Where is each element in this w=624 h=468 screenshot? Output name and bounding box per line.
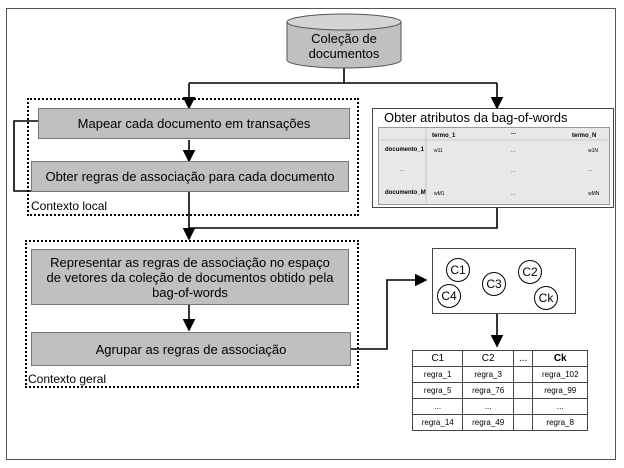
table-cell: ...: [532, 398, 588, 415]
cluster-ck: Ck: [534, 286, 558, 310]
matrix-cell-wMN: wMN: [588, 191, 600, 197]
table-cell: regra_1: [411, 366, 464, 383]
table-cell: [512, 398, 534, 415]
cluster-c1: C1: [446, 258, 470, 282]
matrix-header-dots: ...: [511, 130, 517, 136]
table-row: ... ... ...: [411, 398, 588, 415]
table-cell: [512, 414, 534, 431]
table-cell: regra_49: [462, 414, 514, 431]
matrix-cell-dots-2: ...: [511, 168, 516, 174]
table-cell: [512, 382, 534, 399]
matrix-cell-dots-4: ...: [511, 191, 516, 197]
map-documents-step: Mapear cada documento em transações: [38, 108, 350, 139]
table-cell: ...: [462, 398, 514, 415]
cluster-c4: C4: [437, 284, 461, 308]
get-rules-step: Obter regras de associação para cada doc…: [31, 161, 349, 192]
table-cell: [512, 366, 534, 383]
represent-rules-step: Representar as regras de associação no e…: [31, 249, 349, 305]
matrix-row-dots: ...: [400, 167, 405, 173]
table-cell: regra_3: [462, 366, 514, 383]
table-cell: regra_76: [462, 382, 514, 399]
cluster-c2: C2: [518, 260, 542, 284]
table-header-dots: ...: [512, 350, 534, 367]
table-cell: ...: [411, 398, 464, 415]
bag-of-words-title: Obter atributos da bag-of-words: [384, 110, 568, 125]
global-context-box: [25, 240, 359, 388]
local-context-label: Contexto local: [31, 199, 108, 213]
diagram-frame: [6, 8, 616, 460]
table-row: regra_1 regra_3 regra_102: [411, 366, 588, 383]
matrix-cell-dots-1: ...: [511, 148, 516, 154]
table-cell: regra_102: [532, 366, 588, 383]
table-row: regra_5 regra_76 regra_99: [411, 382, 588, 399]
global-context-label: Contexto geral: [28, 372, 107, 386]
table-header-c2: C2: [462, 350, 514, 367]
matrix-cell-w11: w11: [434, 148, 443, 154]
table-header-c1: C1: [411, 350, 464, 367]
matrix-cell-w1N: w1N: [588, 148, 599, 154]
matrix-cell-dots-3: ...: [588, 167, 593, 173]
matrix-header-termN: termo_N: [572, 133, 597, 139]
group-rules-step: Agrupar as regras de associação: [31, 332, 351, 366]
matrix-row-docM: documento_M: [385, 190, 426, 196]
table-cell: regra_99: [532, 382, 588, 399]
matrix-row-doc1: documento_1: [385, 147, 425, 153]
table-row: regra_14 regra_49 regra_8: [411, 414, 588, 431]
matrix-cell-wM1: wM1: [434, 191, 445, 197]
table-header-row: C1 C2 ... Ck: [411, 350, 588, 367]
table-cell: regra_14: [411, 414, 464, 431]
table-cell: regra_5: [411, 382, 464, 399]
table-header-ck: Ck: [532, 350, 588, 367]
local-context-box: [27, 98, 359, 216]
matrix-header-term1: termo_1: [432, 133, 456, 139]
collection-label: Coleção de documentos: [308, 31, 380, 61]
table-cell: regra_8: [532, 414, 588, 431]
cluster-c3: C3: [482, 272, 506, 296]
rules-table: C1 C2 ... Ck regra_1 regra_3 regra_102 r…: [411, 350, 588, 431]
